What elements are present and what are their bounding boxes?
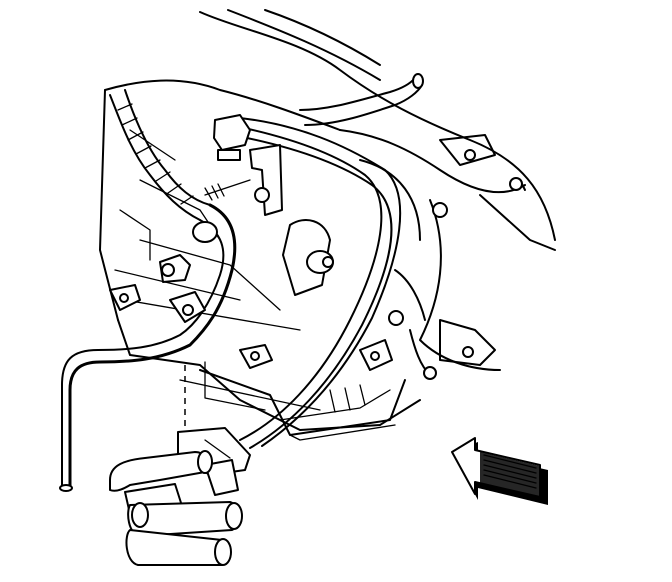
upper-hose [299,73,424,126]
cooler-line-lower [59,203,237,492]
transmission-housing [99,9,556,431]
bell-housing [339,129,556,380]
view-direction-arrow [451,437,548,505]
line-clip-upper [213,114,251,161]
fittings [109,219,393,371]
bracket-bolt [204,144,283,216]
oil-pan [199,369,406,441]
cooler-line-upper [229,117,402,449]
cooler-line-ends [109,450,243,566]
wiring-harness [109,89,211,221]
